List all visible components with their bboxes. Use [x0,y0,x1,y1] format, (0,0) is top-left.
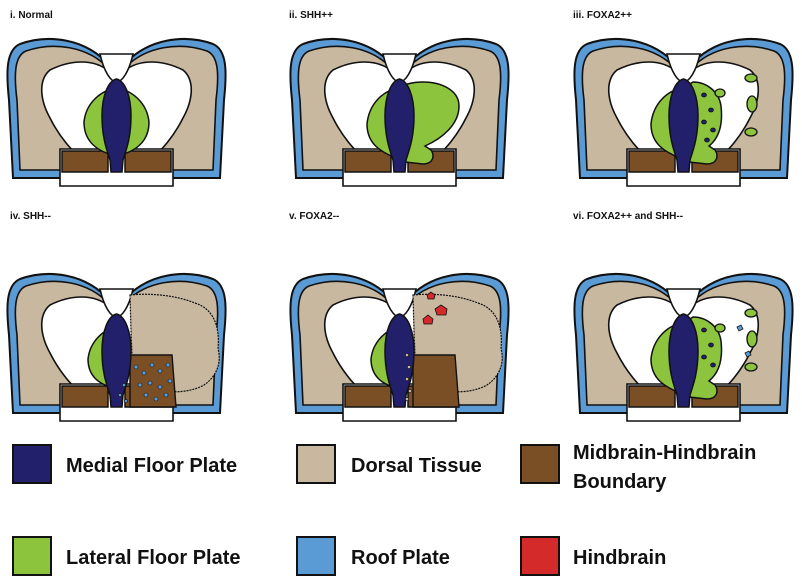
legend-item-lateral-floor-plate: Lateral Floor Plate [13,537,241,575]
legend-label-line2: Boundary [573,471,667,493]
panel-normal: i. Normal [7,10,225,186]
legend-swatch [297,445,335,483]
legend-swatch [13,537,51,575]
expanded-mhb [413,355,459,407]
panel-foxa2-plus-shh-minus: vi. FOXA2++ and SHH-- [573,211,793,421]
legend-item-roof-plate: Roof Plate [297,537,450,575]
legend-item-mhb: Midbrain-Hindbrain Boundary [521,442,756,493]
legend-label-line1: Midbrain-Hindbrain [573,442,756,464]
legend-label: Roof Plate [351,547,450,569]
panel-foxa2-minus: v. FOXA2-- [289,211,509,421]
legend-label: Hindbrain [573,547,666,569]
legend-label: Lateral Floor Plate [66,547,241,569]
legend-item-hindbrain: Hindbrain [521,537,666,575]
legend-item-medial-floor-plate: Medial Floor Plate [13,445,237,483]
panel-title: ii. SHH++ [289,10,333,21]
legend-label: Medial Floor Plate [66,455,237,477]
legend-label: Dorsal Tissue [351,455,482,477]
legend-swatch [521,537,559,575]
legend-swatch [13,445,51,483]
panel-title: vi. FOXA2++ and SHH-- [573,211,683,222]
panel-title: i. Normal [10,10,53,21]
panel-title: iv. SHH-- [10,211,51,222]
panel-title: v. FOXA2-- [289,211,339,222]
panel-foxa2-plus: iii. FOXA2++ [573,10,793,186]
panel-title: iii. FOXA2++ [573,10,632,21]
legend: Medial Floor Plate Dorsal Tissue Midbrai… [13,442,756,575]
legend-swatch [297,537,335,575]
panel-shh-plus: ii. SHH++ [289,10,509,186]
legend-item-dorsal-tissue: Dorsal Tissue [297,445,482,483]
legend-swatch [521,445,559,483]
panel-shh-minus: iv. SHH-- [7,211,225,421]
